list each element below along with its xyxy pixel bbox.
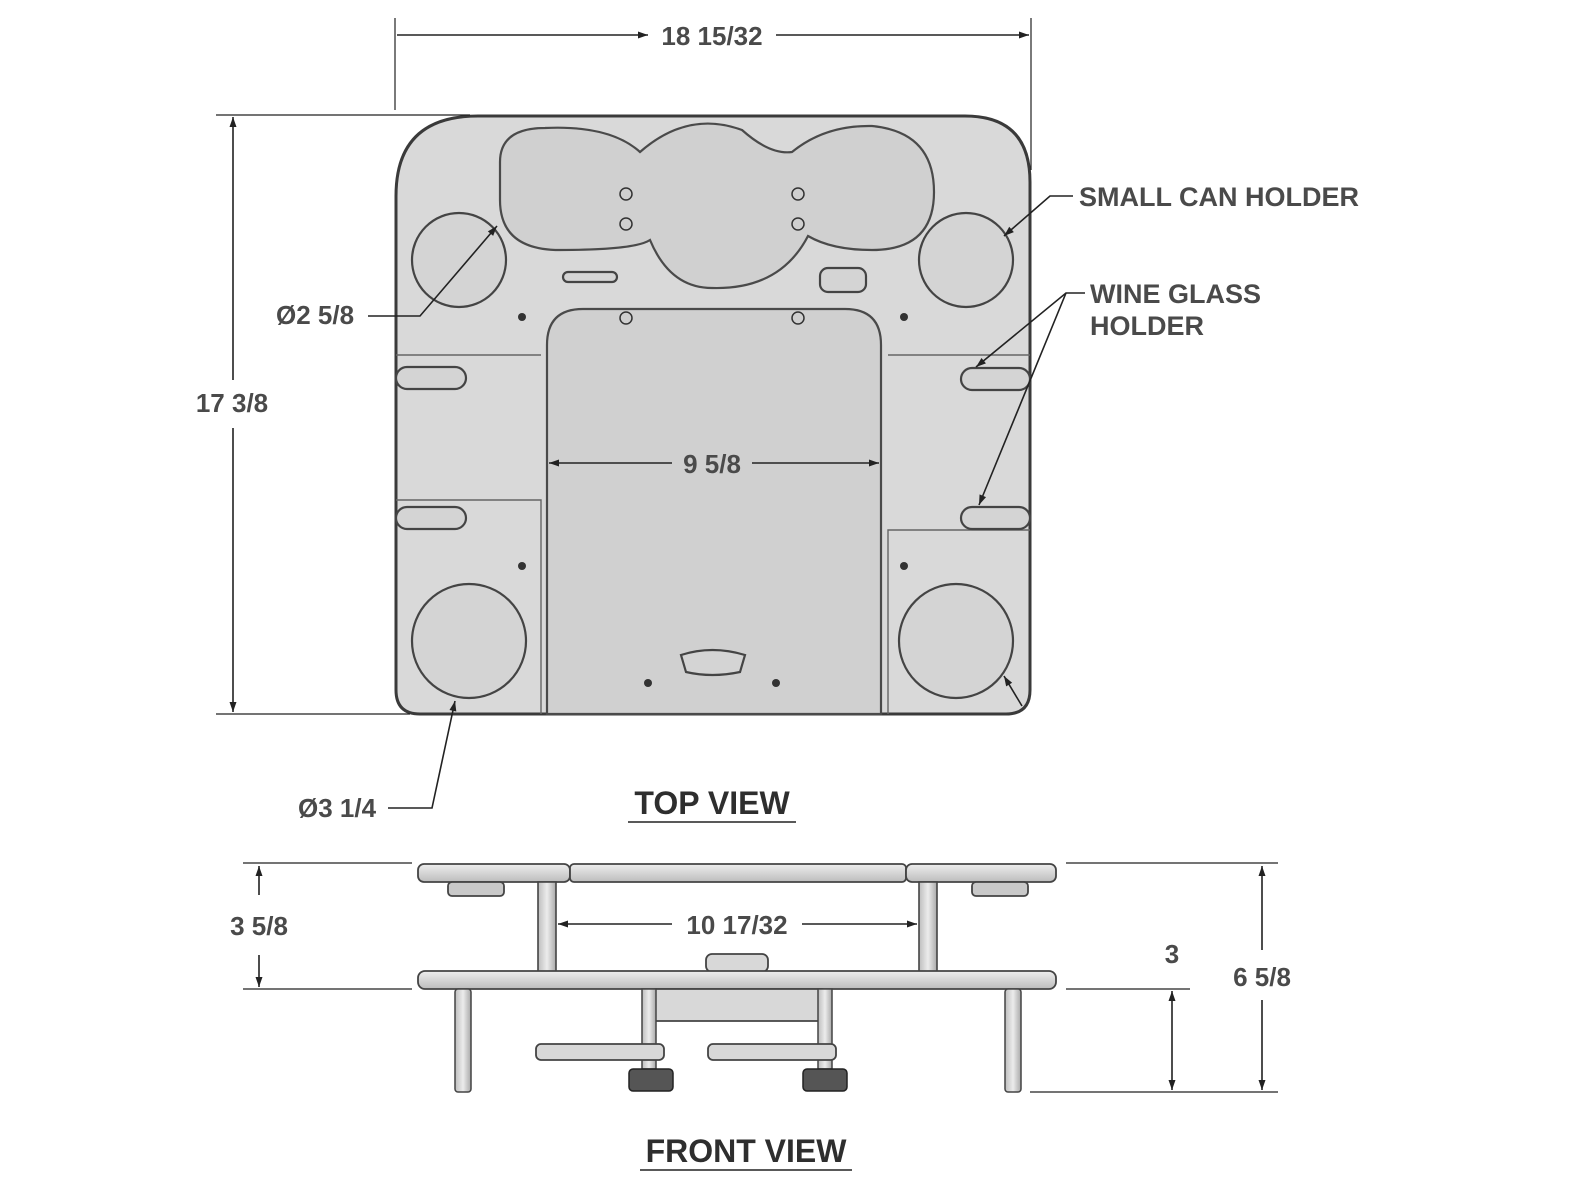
- screw: [791, 311, 805, 325]
- upper-tray-right: [905, 863, 1057, 883]
- note-small-can-holder: SMALL CAN HOLDER: [1079, 182, 1359, 212]
- bolt: [518, 562, 526, 570]
- dim-upper-height: 3 5/8: [230, 911, 288, 941]
- bolt: [900, 313, 908, 321]
- dim-small-hole-diameter: Ø2 5/8: [276, 300, 354, 330]
- lower-tray: [417, 970, 1057, 990]
- dim-leg-height: 3: [1165, 939, 1179, 969]
- slot-right-upper: [959, 366, 1032, 392]
- slot-right-lower: [959, 505, 1032, 531]
- front-view-title: FRONT VIEW: [646, 1133, 848, 1169]
- top-view: 18 15/32 17 3/8 9 5/8 Ø2 5/8 Ø3 1/4 SMAL…: [196, 18, 1359, 823]
- bolt: [518, 313, 526, 321]
- slot-left-lower: [394, 505, 468, 531]
- dim-leg-span: 10 17/32: [686, 910, 787, 940]
- large-holder-left: [410, 582, 528, 700]
- clamp-knob-right: [802, 1068, 848, 1092]
- screw: [619, 217, 633, 231]
- upright-left: [537, 881, 557, 973]
- clamp-arm-left: [535, 1043, 665, 1061]
- handle-cutout: [679, 648, 747, 677]
- dim-inner-width: 9 5/8: [683, 449, 741, 479]
- slot-small-left: [561, 270, 619, 284]
- small-can-holder-right: [917, 211, 1015, 309]
- large-holder-right: [897, 582, 1015, 700]
- top-view-title: TOP VIEW: [634, 785, 790, 821]
- bolt: [772, 679, 780, 687]
- upper-tray-center: [569, 863, 907, 883]
- bolt: [644, 679, 652, 687]
- upright-right: [918, 881, 938, 973]
- note-wine-glass-line2: HOLDER: [1090, 311, 1204, 341]
- clamp-block: [651, 988, 827, 1022]
- bolt: [900, 562, 908, 570]
- center-knob: [705, 953, 769, 973]
- plate-step-line: [396, 354, 1030, 714]
- small-can-holder-left: [410, 211, 508, 309]
- cup-base-left: [447, 881, 505, 897]
- dim-large-hole-diameter: Ø3 1/4: [298, 793, 377, 823]
- front-view: 3 5/8 10 17/32 3 6 5/8 FRONT VIEW: [230, 862, 1291, 1171]
- note-wine-glass-line1: WINE GLASS: [1090, 279, 1261, 309]
- clamp-knob-left: [628, 1068, 674, 1092]
- dim-total-height: 6 5/8: [1233, 962, 1291, 992]
- screw: [619, 311, 633, 325]
- screw: [791, 217, 805, 231]
- upper-tray-left: [417, 863, 571, 883]
- screw: [791, 187, 805, 201]
- leg-left: [454, 988, 472, 1093]
- slot-left-upper: [394, 365, 468, 391]
- leg-right: [1004, 988, 1022, 1093]
- center-cavity: [545, 307, 883, 716]
- dim-height: 17 3/8: [196, 388, 268, 418]
- screw: [619, 187, 633, 201]
- cup-base-right: [971, 881, 1029, 897]
- dim-width: 18 15/32: [661, 21, 762, 51]
- triple-bottle-recess: [498, 122, 936, 290]
- clamp-arm-right: [707, 1043, 837, 1061]
- slot-small-right: [818, 266, 868, 294]
